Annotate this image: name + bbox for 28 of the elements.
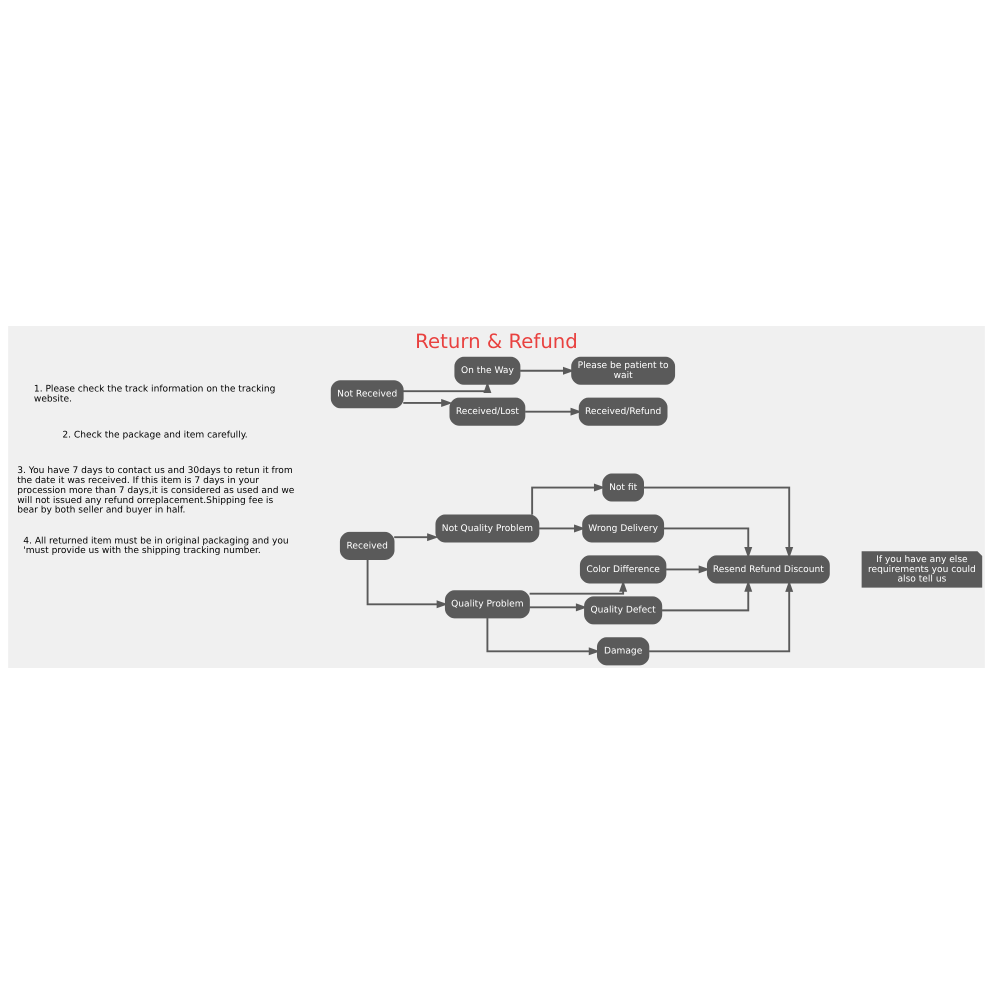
arrow xyxy=(525,407,582,416)
label: 1. Please check the track information on the tracking website. xyxy=(34,384,276,404)
arrow xyxy=(520,366,574,374)
node-box: Please be patient to wait xyxy=(571,356,676,384)
node-box: Wrong Delivery xyxy=(582,514,664,542)
arrow xyxy=(664,527,752,558)
arrow xyxy=(644,486,794,558)
label: 2. Check the package and item carefully. xyxy=(62,430,248,440)
arrow xyxy=(530,602,588,611)
node-box: On the Way xyxy=(454,356,520,384)
arrow xyxy=(403,398,453,406)
arrow xyxy=(539,524,586,532)
node-box: Not Quality Problem xyxy=(435,514,540,542)
node-box: Color Difference xyxy=(580,554,666,583)
label: 4. All returned item must be in original packaging and you 'must provide us with the shipping tracking number. xyxy=(23,536,289,556)
node-box: Received xyxy=(340,531,394,560)
node-box: Quality Defect xyxy=(584,596,662,624)
node-box: Not fit xyxy=(602,473,644,502)
node-box: Resend Refund Discount xyxy=(706,554,830,583)
diagram-title: Return & Refund xyxy=(415,329,578,352)
node-box: Damage xyxy=(596,636,650,665)
node-box: Received/Refund xyxy=(578,397,668,426)
label: 3. You have 7 days to contact us and 30days to retun it from the date it was received. If this item is 7 days in your procession more than 7 days,it is considered as used and we will not issued any refund orreplacement.Shipping fee is bear by both seller and buyer in half. xyxy=(17,466,294,516)
node-box: Received/Lost xyxy=(449,397,526,426)
node-box: Quality Problem xyxy=(444,590,530,618)
node-box: Not Received xyxy=(330,380,404,408)
arrow xyxy=(531,483,606,514)
arrow xyxy=(394,532,438,541)
